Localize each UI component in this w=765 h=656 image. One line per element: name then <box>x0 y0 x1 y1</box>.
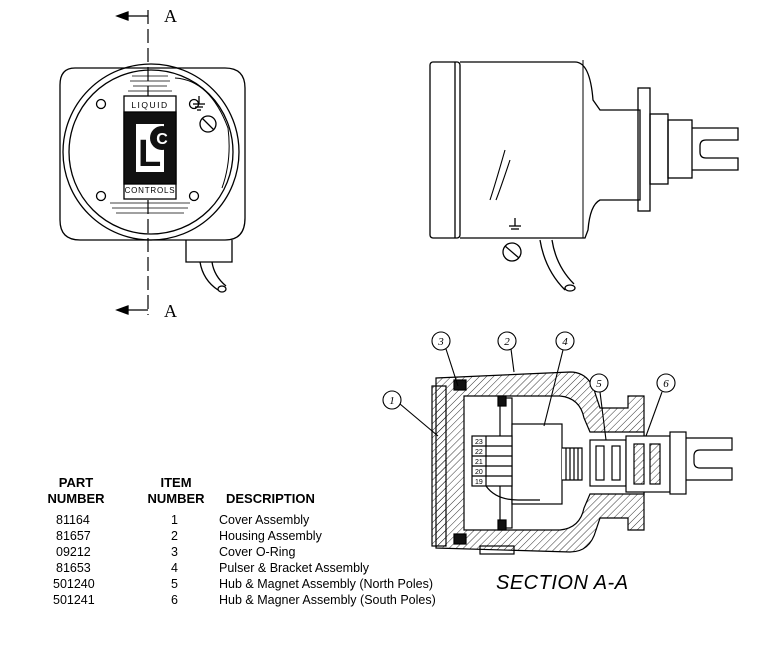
terminal-label: 19 <box>475 479 483 486</box>
description: Hub & Magnet Assembly (North Poles) <box>219 577 433 591</box>
description: Hub & Magner Assembly (South Poles) <box>219 593 436 607</box>
side-view <box>429 60 739 292</box>
description: Housing Assembly <box>219 529 322 543</box>
description: Cover Assembly <box>219 513 310 527</box>
callout-5: 5 <box>596 378 602 390</box>
section-label-bottom: A <box>164 301 177 321</box>
part-number: 501241 <box>53 593 95 607</box>
part-number: 81164 <box>56 513 90 527</box>
section-title: SECTION A-A <box>496 572 629 594</box>
item-number: 6 <box>171 593 178 607</box>
header-part: PART NUMBER <box>38 475 114 507</box>
callout-1: 1 <box>389 395 395 407</box>
description: Pulser & Bracket Assembly <box>219 561 370 575</box>
callouts <box>382 331 676 441</box>
terminal-labels: 23 22 21 20 19 <box>475 439 483 486</box>
terminal-label: 22 <box>475 449 483 456</box>
part-number: 501240 <box>53 577 95 591</box>
description: Cover O-Ring <box>219 545 296 559</box>
header-part-line2: NUMBER <box>47 491 105 506</box>
part-number: 09212 <box>56 545 91 559</box>
logo-top-text: LIQUID <box>131 100 168 110</box>
logo-monogram-c: C <box>156 131 168 148</box>
callout-3: 3 <box>437 336 444 348</box>
callout-6: 6 <box>663 378 669 390</box>
part-number: 81657 <box>56 529 91 543</box>
item-number: 5 <box>171 577 178 591</box>
terminal-label: 21 <box>475 459 483 466</box>
header-part-line1: PART <box>58 475 94 490</box>
item-number: 2 <box>171 529 178 543</box>
logo-circle <box>150 126 174 150</box>
terminal-label: 23 <box>475 439 483 446</box>
section-label-top: A <box>164 6 177 26</box>
callout-2: 2 <box>504 336 510 348</box>
logo-bottom-text: CONTROLS <box>125 186 176 195</box>
header-item-line2: NUMBER <box>147 491 205 506</box>
item-number: 4 <box>171 561 178 575</box>
terminal-label: 20 <box>475 469 483 476</box>
item-number: 3 <box>171 545 178 559</box>
part-number: 81653 <box>56 561 91 575</box>
item-number: 1 <box>171 513 178 527</box>
header-item: ITEM NUMBER <box>138 475 214 507</box>
header-item-line1: ITEM <box>160 475 192 490</box>
section-view <box>431 371 733 555</box>
header-description: DESCRIPTION <box>226 491 315 506</box>
callout-4: 4 <box>562 336 568 348</box>
